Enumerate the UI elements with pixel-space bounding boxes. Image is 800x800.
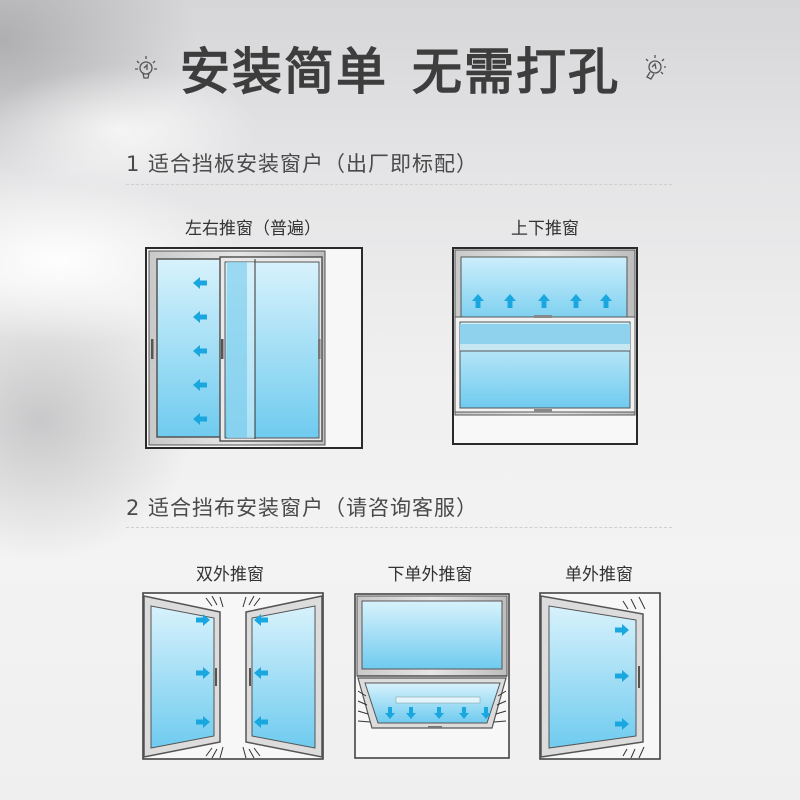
horizontal-sliding-window-diagram	[145, 247, 363, 449]
page-title: 安装简单无需打孔	[180, 32, 620, 104]
caption-vertical-sliding: 上下推窗	[511, 219, 579, 239]
lightbulb-icon	[645, 55, 666, 80]
section-1-divider	[126, 184, 672, 185]
title-part-1: 安装简单	[180, 43, 388, 101]
caption-single-casement: 单外推窗	[565, 565, 633, 585]
caption-double-casement: 双外推窗	[196, 565, 264, 585]
awning-window-diagram	[354, 593, 510, 759]
section-2-heading: 2 适合挡布安装窗户（请咨询客服）	[126, 496, 479, 520]
section-1-heading: 1 适合挡板安装窗户（出厂即标配）	[126, 152, 479, 176]
double-casement-window-diagram	[142, 592, 324, 760]
title-part-2: 无需打孔	[412, 43, 620, 101]
single-casement-window-diagram	[539, 592, 661, 760]
section-2-divider	[126, 527, 672, 528]
lightbulb-icon	[135, 56, 157, 79]
page-header: 安装简单无需打孔	[0, 28, 800, 108]
caption-awning: 下单外推窗	[387, 565, 473, 585]
vertical-sliding-window-diagram	[452, 247, 638, 445]
caption-horizontal-sliding: 左右推窗（普遍）	[185, 219, 321, 239]
